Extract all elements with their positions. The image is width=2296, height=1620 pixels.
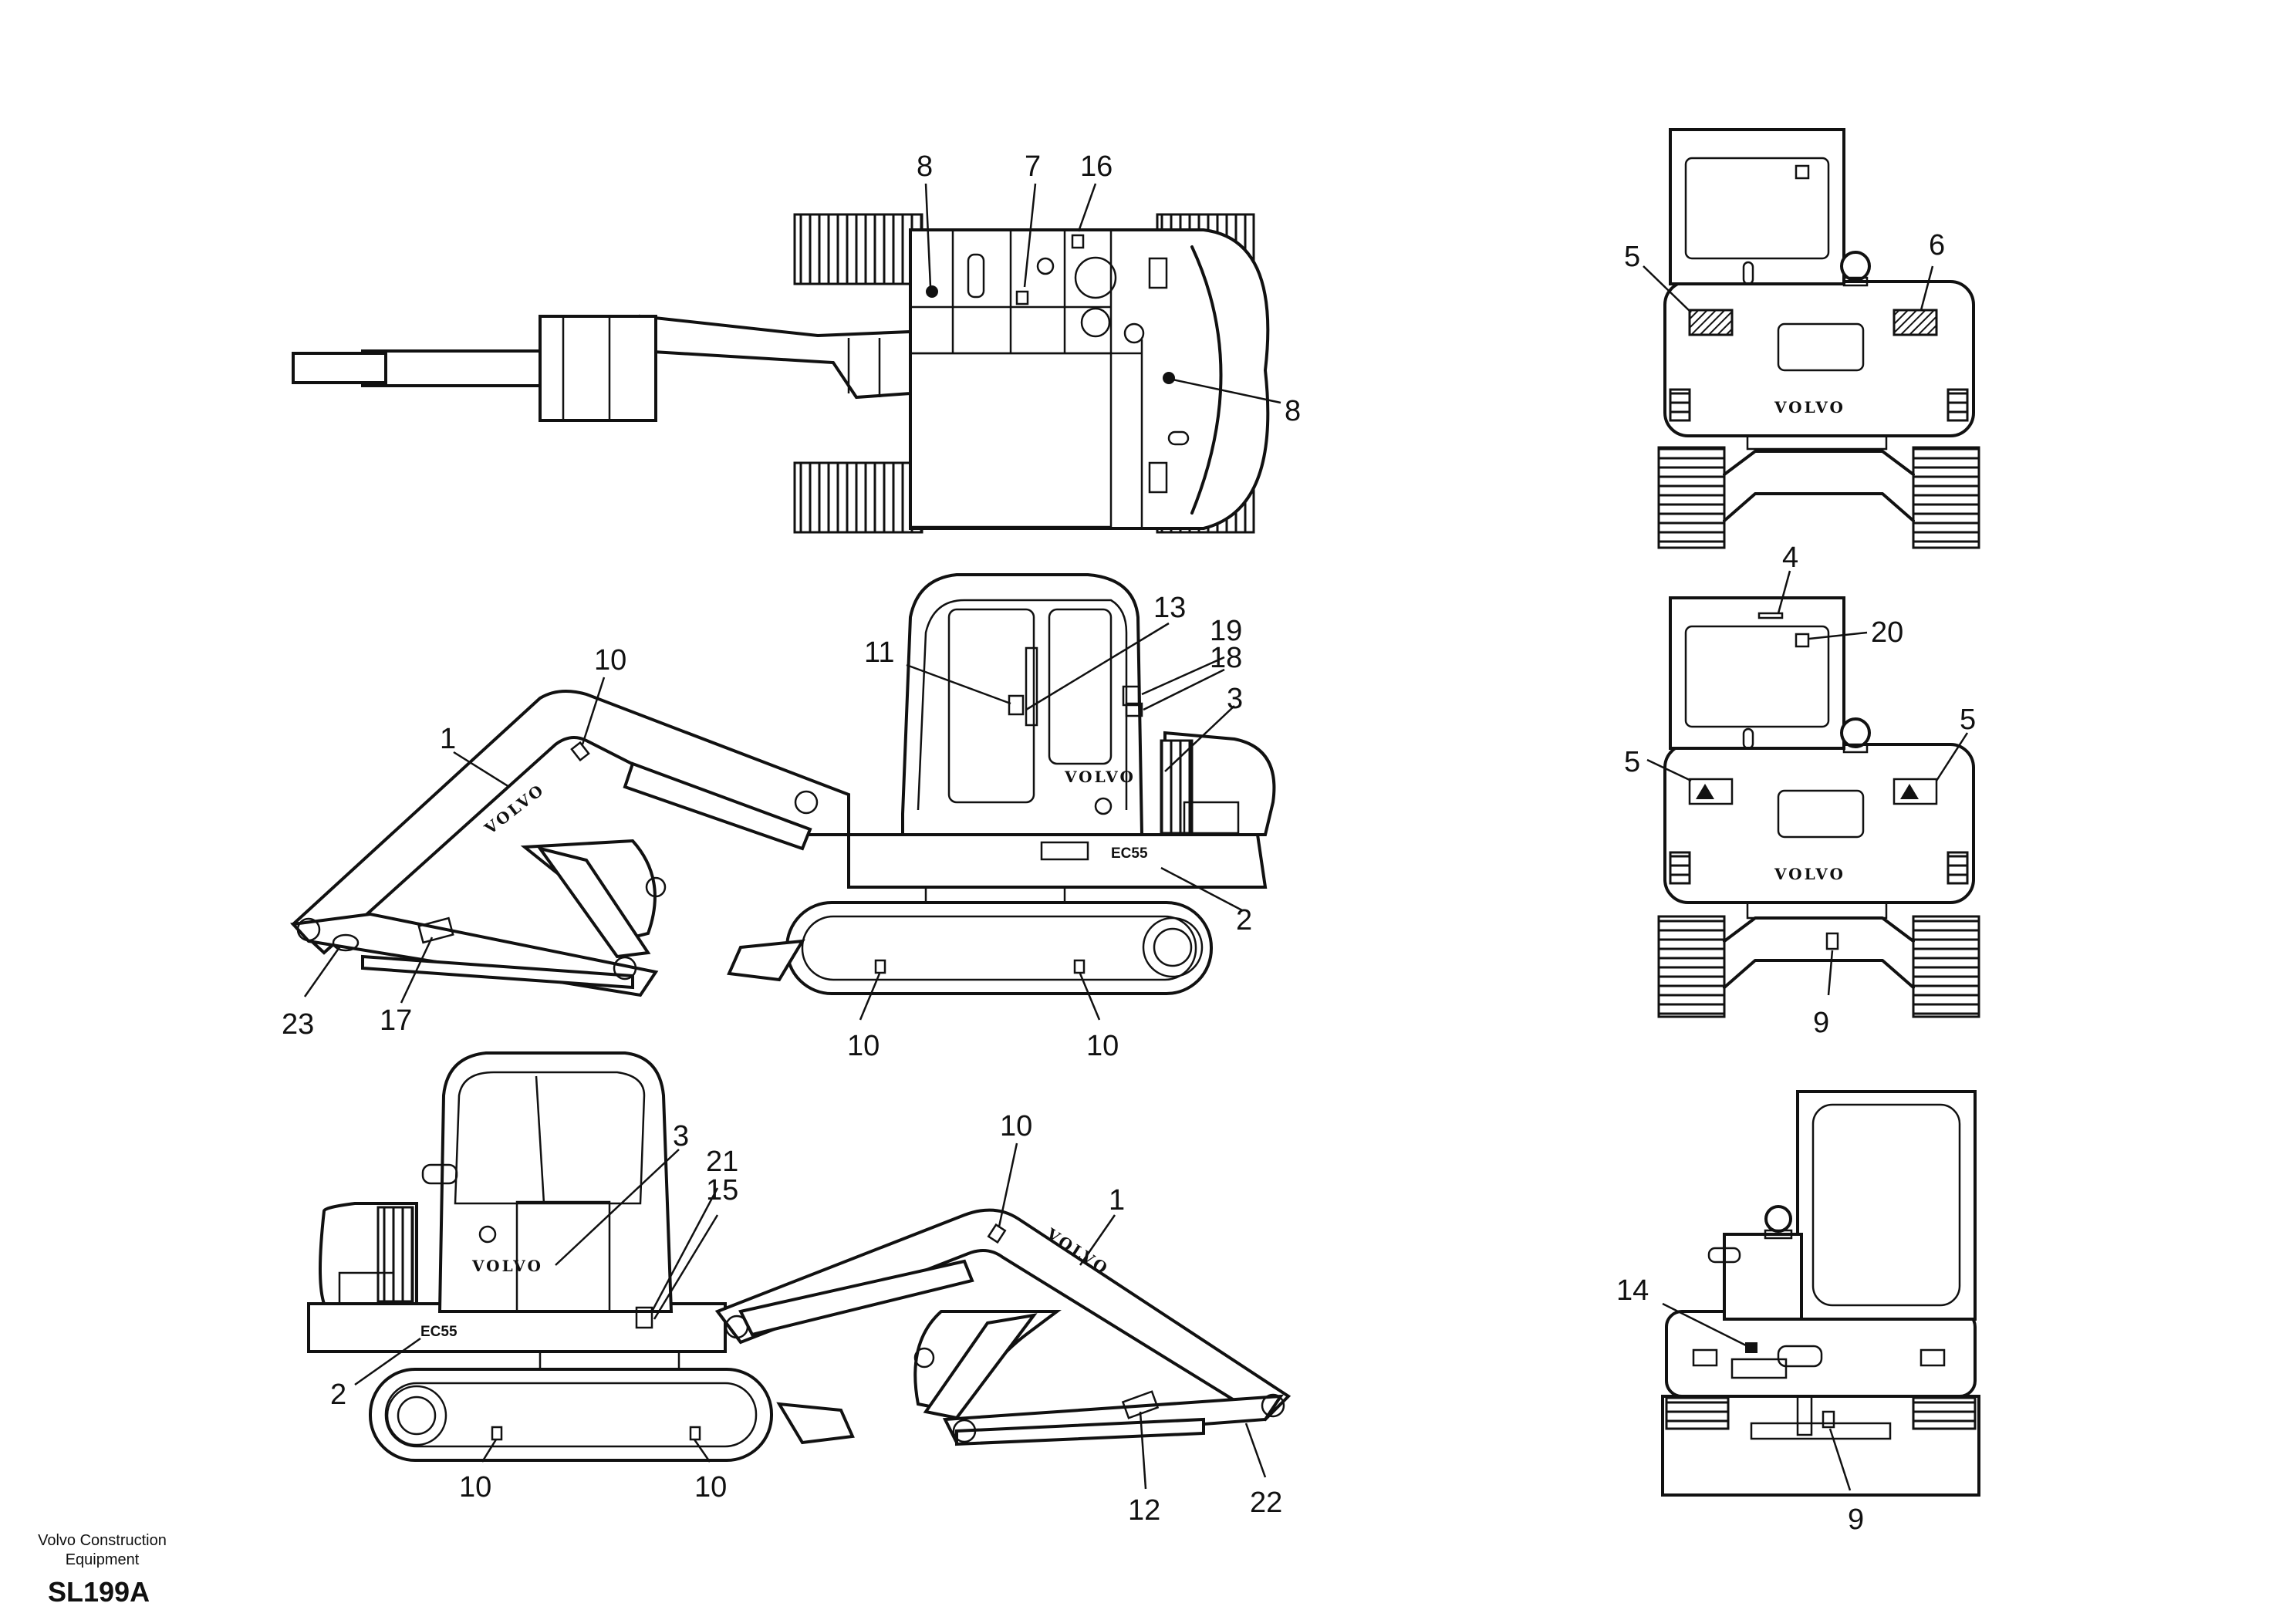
callout-10: 10 (847, 1030, 880, 1062)
callout-4: 4 (1782, 542, 1798, 574)
callout-9: 9 (1848, 1504, 1864, 1536)
callout-8: 8 (917, 150, 933, 183)
callout-2: 2 (1236, 904, 1252, 937)
rear-view: VOLVO 5 6 (1624, 128, 1980, 549)
callout-20: 20 (1871, 616, 1903, 649)
volvo-logo: VOLVO (471, 1257, 543, 1275)
callout-10: 10 (459, 1471, 491, 1504)
callout-15: 15 (706, 1174, 738, 1207)
callout-8: 8 (1285, 395, 1301, 427)
callout-13: 13 (1153, 592, 1186, 624)
callout-10: 10 (694, 1471, 727, 1504)
callout-5: 5 (1624, 746, 1640, 778)
callout-6: 6 (1929, 229, 1945, 262)
front-view: VOLVO 4 20 5 5 9 (1624, 542, 1980, 1039)
callout-14: 14 (1616, 1274, 1649, 1307)
callout-23: 23 (282, 1008, 314, 1041)
callout-3: 3 (1227, 683, 1243, 715)
footer-company: Volvo Construction Equipment (38, 1532, 167, 1568)
callout-9: 9 (1813, 1007, 1829, 1039)
volvo-logo: VOLVO (1774, 398, 1845, 417)
callout-12: 12 (1128, 1494, 1160, 1527)
callout-22: 22 (1250, 1487, 1282, 1519)
callout-17: 17 (380, 1004, 412, 1037)
callout-1: 1 (1109, 1184, 1125, 1217)
volvo-logo: VOLVO (1774, 865, 1845, 883)
model-badge: EC55 (1111, 845, 1148, 862)
callout-2: 2 (330, 1379, 346, 1411)
callout-21: 21 (706, 1146, 738, 1178)
callout-7: 7 (1025, 150, 1041, 183)
callout-5: 5 (1624, 241, 1640, 273)
callout-11: 11 (864, 636, 894, 669)
callout-10: 10 (1086, 1030, 1119, 1062)
callout-10: 10 (1000, 1110, 1032, 1142)
callout-18: 18 (1210, 642, 1242, 674)
left-side-view: VOLVO VOLVO EC55 10 1 11 13 19 18 3 2 23… (282, 573, 1276, 1062)
right-side-view: VOLVO VOLVO EC55 10 3 21 15 1 2 10 10 12… (307, 1051, 1292, 1527)
callout-3: 3 (673, 1120, 689, 1153)
volvo-logo: VOLVO (1064, 768, 1136, 786)
model-badge: EC55 (420, 1324, 458, 1340)
callout-16: 16 (1080, 150, 1113, 183)
callout-10: 10 (594, 644, 626, 677)
drawing-code: SL199A (48, 1576, 150, 1608)
callout-1: 1 (440, 723, 456, 755)
callout-19: 19 (1210, 615, 1242, 647)
narrow-side-view: 14 9 (1616, 1090, 1980, 1536)
top-view: 8 7 16 8 (292, 150, 1301, 534)
callout-5: 5 (1960, 704, 1976, 736)
